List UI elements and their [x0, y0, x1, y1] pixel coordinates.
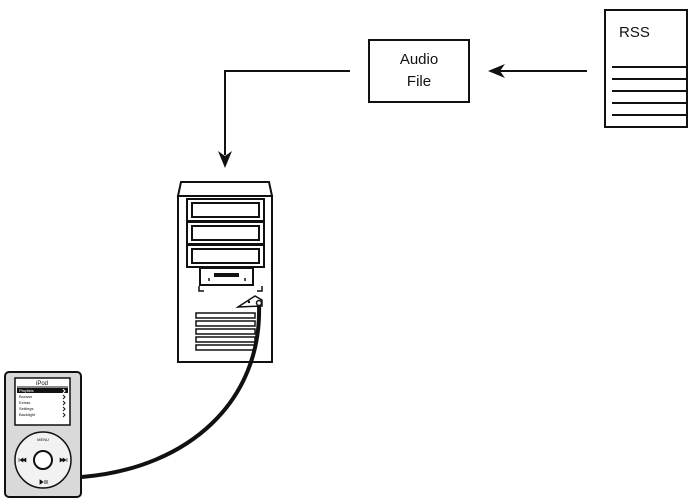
vent-2 [195, 320, 256, 327]
ipod-menu-item: Browse [19, 394, 33, 399]
ipod-menu-highlight [17, 388, 68, 393]
ipod-screen [14, 377, 71, 426]
arrowhead-left-icon [488, 64, 505, 78]
usb-port-icon [255, 299, 263, 307]
chevron-right-icon [62, 394, 66, 400]
audio-file-label-line2: File [407, 73, 431, 90]
ipod-menu-item: Settings [19, 406, 33, 411]
rss-label: RSS [619, 24, 650, 41]
ipod-screen-title: iPod [36, 381, 48, 387]
audio-file-box: Audio File [368, 39, 470, 103]
center-button [33, 450, 53, 470]
chevron-right-icon [62, 406, 66, 412]
wheel-menu-label: MENU [37, 437, 49, 442]
vent-3 [195, 328, 256, 335]
vent-1 [195, 312, 256, 319]
arrow-rss-to-audio [488, 64, 587, 78]
next-icon [59, 457, 68, 463]
arrowhead-down-icon [218, 151, 232, 168]
ipod-device-icon: iPod Playlists Browse Extras Settings Ba… [4, 371, 82, 498]
play-pause-icon [39, 479, 48, 485]
previous-icon [18, 457, 27, 463]
rss-page [604, 9, 688, 128]
vent-5 [195, 344, 256, 351]
audio-file-label-line1: Audio [400, 51, 438, 68]
ipod-menu-item: Backlight [19, 412, 36, 417]
chevron-right-icon [62, 400, 66, 406]
usb-cable [81, 304, 262, 479]
audio-file-rect [368, 39, 470, 103]
ipod-menu-item: Playlists [19, 388, 34, 393]
arrow-audio-to-computer [218, 70, 350, 168]
vent-4 [195, 336, 256, 343]
tower-top [176, 181, 274, 197]
rss-document: RSS [604, 9, 688, 128]
computer-tower-icon [176, 181, 274, 363]
ipod-menu-item: Extras [19, 400, 30, 405]
chevron-right-icon [62, 388, 66, 394]
chevron-right-icon [62, 412, 66, 418]
